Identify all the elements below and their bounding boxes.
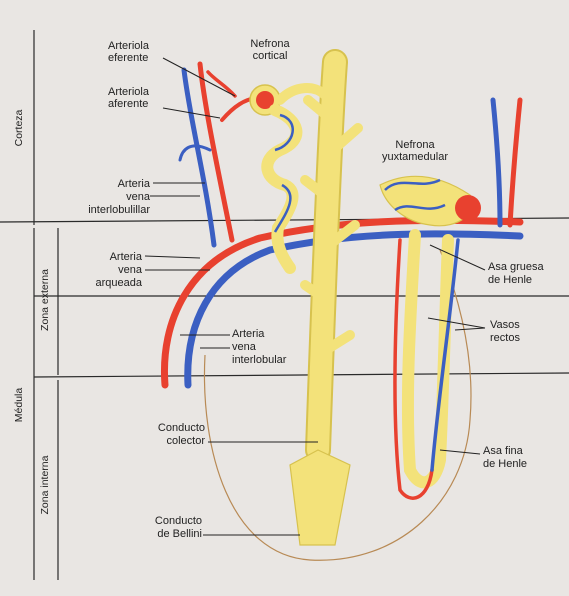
arcuate-artery <box>164 220 520 385</box>
zone-label-medula: Médula <box>13 388 25 423</box>
zone-label-interna: Zona interna <box>39 455 51 514</box>
juxtamedullary-glomerulus <box>455 195 481 221</box>
loop-of-henle <box>408 235 448 482</box>
arcuate-vessels <box>164 220 520 385</box>
cortical-distal-tubule <box>280 88 325 100</box>
zone-label-externa: Zona externa <box>39 269 51 331</box>
interlobular-vein <box>184 70 214 245</box>
inner-zone-line <box>34 373 569 377</box>
right-vein <box>493 100 500 225</box>
papillary-duct <box>290 450 350 545</box>
right-artery <box>510 100 520 225</box>
zone-label-corteza: Corteza <box>13 109 25 146</box>
